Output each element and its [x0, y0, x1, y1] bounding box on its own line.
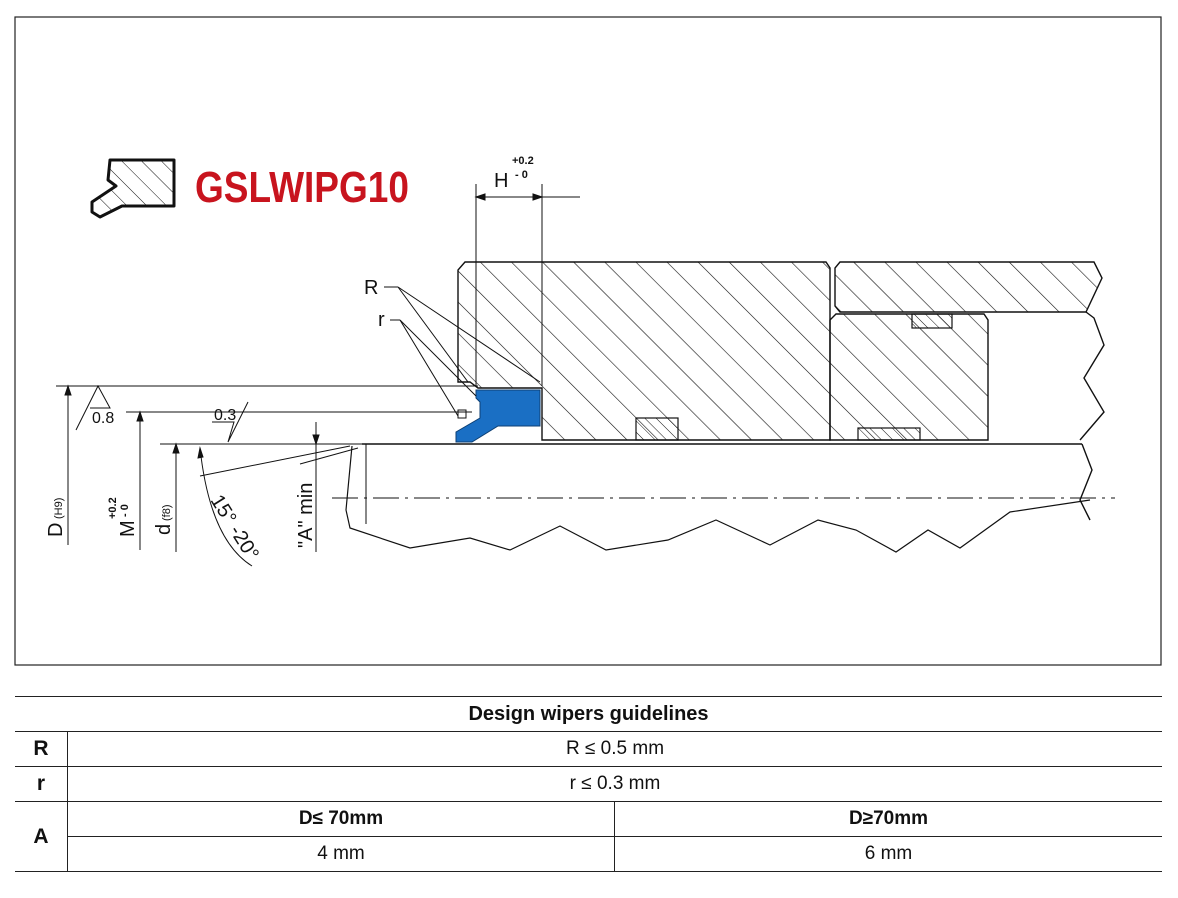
table-row: A D≤ 70mm D≥70mm — [15, 801, 1162, 872]
row-value-R: R ≤ 0.5 mm — [67, 731, 1162, 767]
row-label-r: r — [15, 766, 68, 802]
label-r: r — [378, 309, 385, 331]
dimension-lines — [56, 184, 580, 567]
dim-D-label: D — [45, 523, 67, 537]
dim-M-label: M — [117, 520, 139, 537]
A-col1-value: 4 mm — [67, 836, 615, 872]
dim-H-tol-upper: +0.2 — [512, 155, 534, 167]
housing-section — [457, 261, 1105, 441]
dim-M-tol-lower: - 0 — [119, 504, 131, 517]
table-row: r r ≤ 0.3 mm — [15, 766, 1162, 802]
row-label-R: R — [15, 731, 68, 767]
rod-section — [332, 443, 1115, 553]
wiper-seal — [455, 389, 541, 443]
angle-label: 15° -20° — [206, 491, 263, 564]
table-title: Design wipers guidelines — [15, 696, 1162, 732]
row-value-r: r ≤ 0.3 mm — [67, 766, 1162, 802]
dim-A-min: "A" min — [295, 483, 317, 548]
guide-ring-2 — [635, 417, 679, 441]
technical-drawing: GSLWIPG10 — [14, 16, 1162, 666]
guide-ring-3 — [857, 427, 921, 441]
A-col2-value: 6 mm — [614, 836, 1162, 872]
A-col1-header: D≤ 70mm — [67, 801, 615, 837]
dim-d-label: d — [153, 524, 175, 535]
wiper-profile-icon — [90, 158, 176, 219]
dim-D-fit: (H9) — [53, 498, 65, 519]
dim-H-label: H — [494, 170, 508, 192]
table-row: R R ≤ 0.5 mm — [15, 731, 1162, 767]
product-code: GSLWIPG10 — [195, 163, 409, 212]
label-R: R — [364, 277, 378, 299]
dim-H-tol-lower: - 0 — [515, 169, 528, 181]
A-col2-header: D≥70mm — [614, 801, 1162, 837]
roughness-0-3: 0.3 — [214, 407, 236, 424]
drawing-frame — [14, 16, 1162, 666]
row-label-A: A — [15, 801, 68, 872]
dim-d-fit: (f8) — [161, 505, 173, 522]
roughness-0-8: 0.8 — [92, 410, 114, 427]
guide-ring-1 — [911, 313, 953, 329]
design-guidelines-table: Design wipers guidelines R R ≤ 0.5 mm r … — [15, 696, 1162, 872]
dim-M-tol-upper: +0.2 — [107, 497, 119, 519]
table-row: 4 mm 6 mm — [15, 836, 1162, 872]
